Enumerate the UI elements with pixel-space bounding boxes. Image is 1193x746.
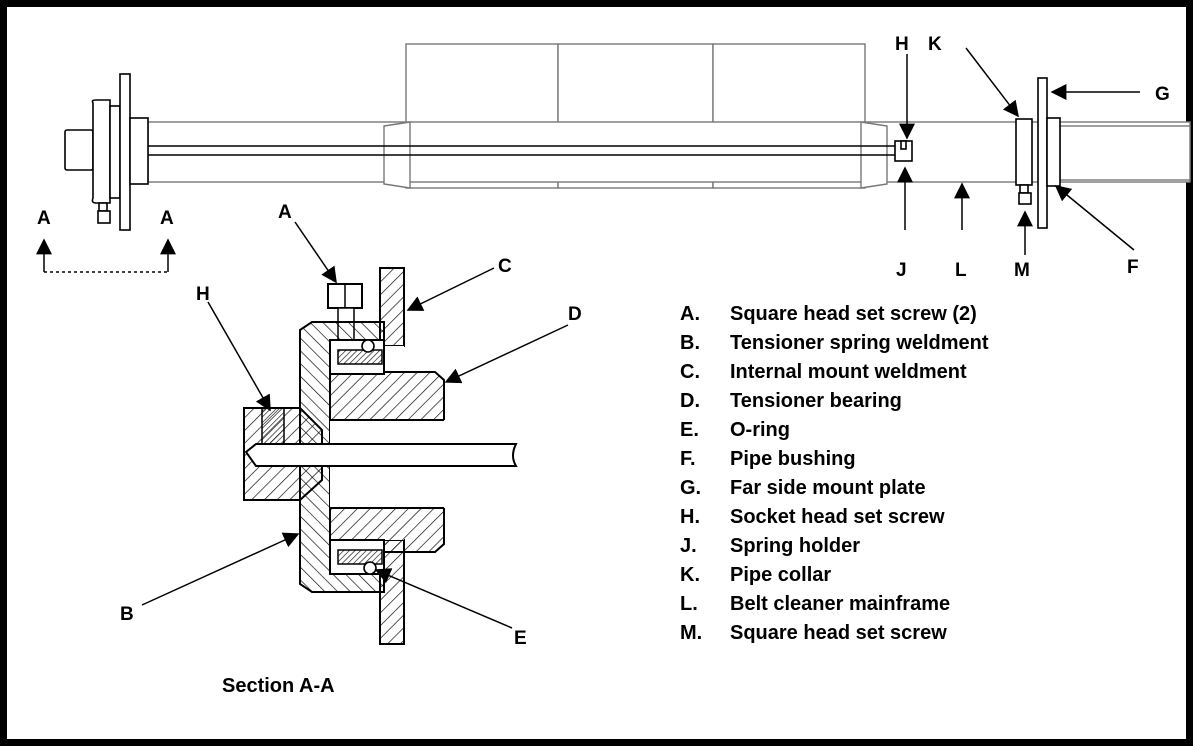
pipe-collar	[1015, 118, 1033, 186]
pipe-extension	[1059, 125, 1191, 181]
legend-item: E. O-ring	[680, 416, 989, 445]
legend-letter: A.	[680, 303, 700, 325]
legend-letter: M.	[680, 622, 703, 644]
assembly-view	[147, 43, 1191, 189]
legend-item: G. Far side mount plate	[680, 474, 989, 503]
legend-text: Square head set screw	[730, 622, 947, 644]
shaft	[244, 443, 518, 467]
callout-c: C	[498, 256, 512, 277]
parts-legend: A. Square head set screw (2) B. Tensioner s…	[680, 300, 989, 648]
legend-letter: C.	[680, 361, 700, 383]
callout-b: B	[120, 604, 134, 625]
callout-j: J	[896, 260, 907, 281]
callout-f: F	[1127, 257, 1139, 278]
callout-a-left: A	[37, 208, 51, 229]
legend-text: Square head set screw (2)	[730, 303, 977, 325]
legend-item: B. Tensioner spring weldment	[680, 329, 989, 358]
legend-item: J. Spring holder	[680, 532, 989, 561]
legend-letter: D.	[680, 390, 700, 412]
legend-text: Tensioner bearing	[730, 390, 902, 412]
callout-labels: A A A H K G J L M F C D H B E	[37, 34, 1170, 649]
callout-a-right: A	[160, 208, 174, 229]
legend-text: Socket head set screw	[730, 506, 945, 528]
left-tensioner	[64, 73, 149, 231]
mainframe-pipe	[147, 121, 1191, 183]
legend-letter: B.	[680, 332, 700, 354]
legend-letter: K.	[680, 564, 700, 586]
legend-item: M. Square head set screw	[680, 619, 989, 648]
legend-letter: J.	[680, 535, 697, 557]
pipe-bushing	[1046, 117, 1061, 187]
callout-e: E	[514, 628, 527, 649]
legend-text: Pipe collar	[730, 564, 832, 586]
legend-item: L. Belt cleaner mainframe	[680, 590, 989, 619]
callout-l: L	[955, 260, 967, 281]
legend-letter: E.	[680, 419, 699, 441]
leader-lines	[141, 47, 1140, 629]
socket-head-set-screw	[261, 407, 285, 445]
legend-item: K. Pipe collar	[680, 561, 989, 590]
o-ring-top	[361, 339, 375, 353]
callout-k: K	[928, 34, 942, 55]
section-view	[243, 267, 518, 645]
legend-item: A. Square head set screw (2)	[680, 300, 989, 329]
legend-text: Internal mount weldment	[730, 361, 967, 383]
right-tensioner	[894, 77, 1061, 229]
o-ring-bottom	[363, 561, 377, 575]
callout-m: M	[1014, 260, 1030, 281]
callout-d: D	[568, 304, 582, 325]
callout-h-section: H	[196, 284, 210, 305]
legend-letter: H.	[680, 506, 700, 528]
callout-a-section: A	[278, 202, 292, 223]
callout-g: G	[1155, 84, 1170, 105]
far-side-mount-plate	[1037, 77, 1048, 229]
section-caption: Section A-A	[222, 675, 335, 697]
legend-item: C. Internal mount weldment	[680, 358, 989, 387]
legend-item: F. Pipe bushing	[680, 445, 989, 474]
legend-text: Spring holder	[730, 535, 860, 557]
legend-text: Belt cleaner mainframe	[730, 593, 951, 615]
legend-letter: F.	[680, 448, 696, 470]
section-line-indicator	[36, 238, 176, 273]
legend-text: Far side mount plate	[730, 477, 926, 499]
legend-letter: L.	[680, 593, 698, 615]
legend-letter: G.	[680, 477, 702, 499]
legend-item: H. Socket head set screw	[680, 503, 989, 532]
legend-text: O-ring	[730, 419, 790, 441]
callout-h-top: H	[895, 34, 909, 55]
legend-text: Tensioner spring weldment	[730, 332, 989, 354]
legend-text: Pipe bushing	[730, 448, 856, 470]
legend-item: D. Tensioner bearing	[680, 387, 989, 416]
